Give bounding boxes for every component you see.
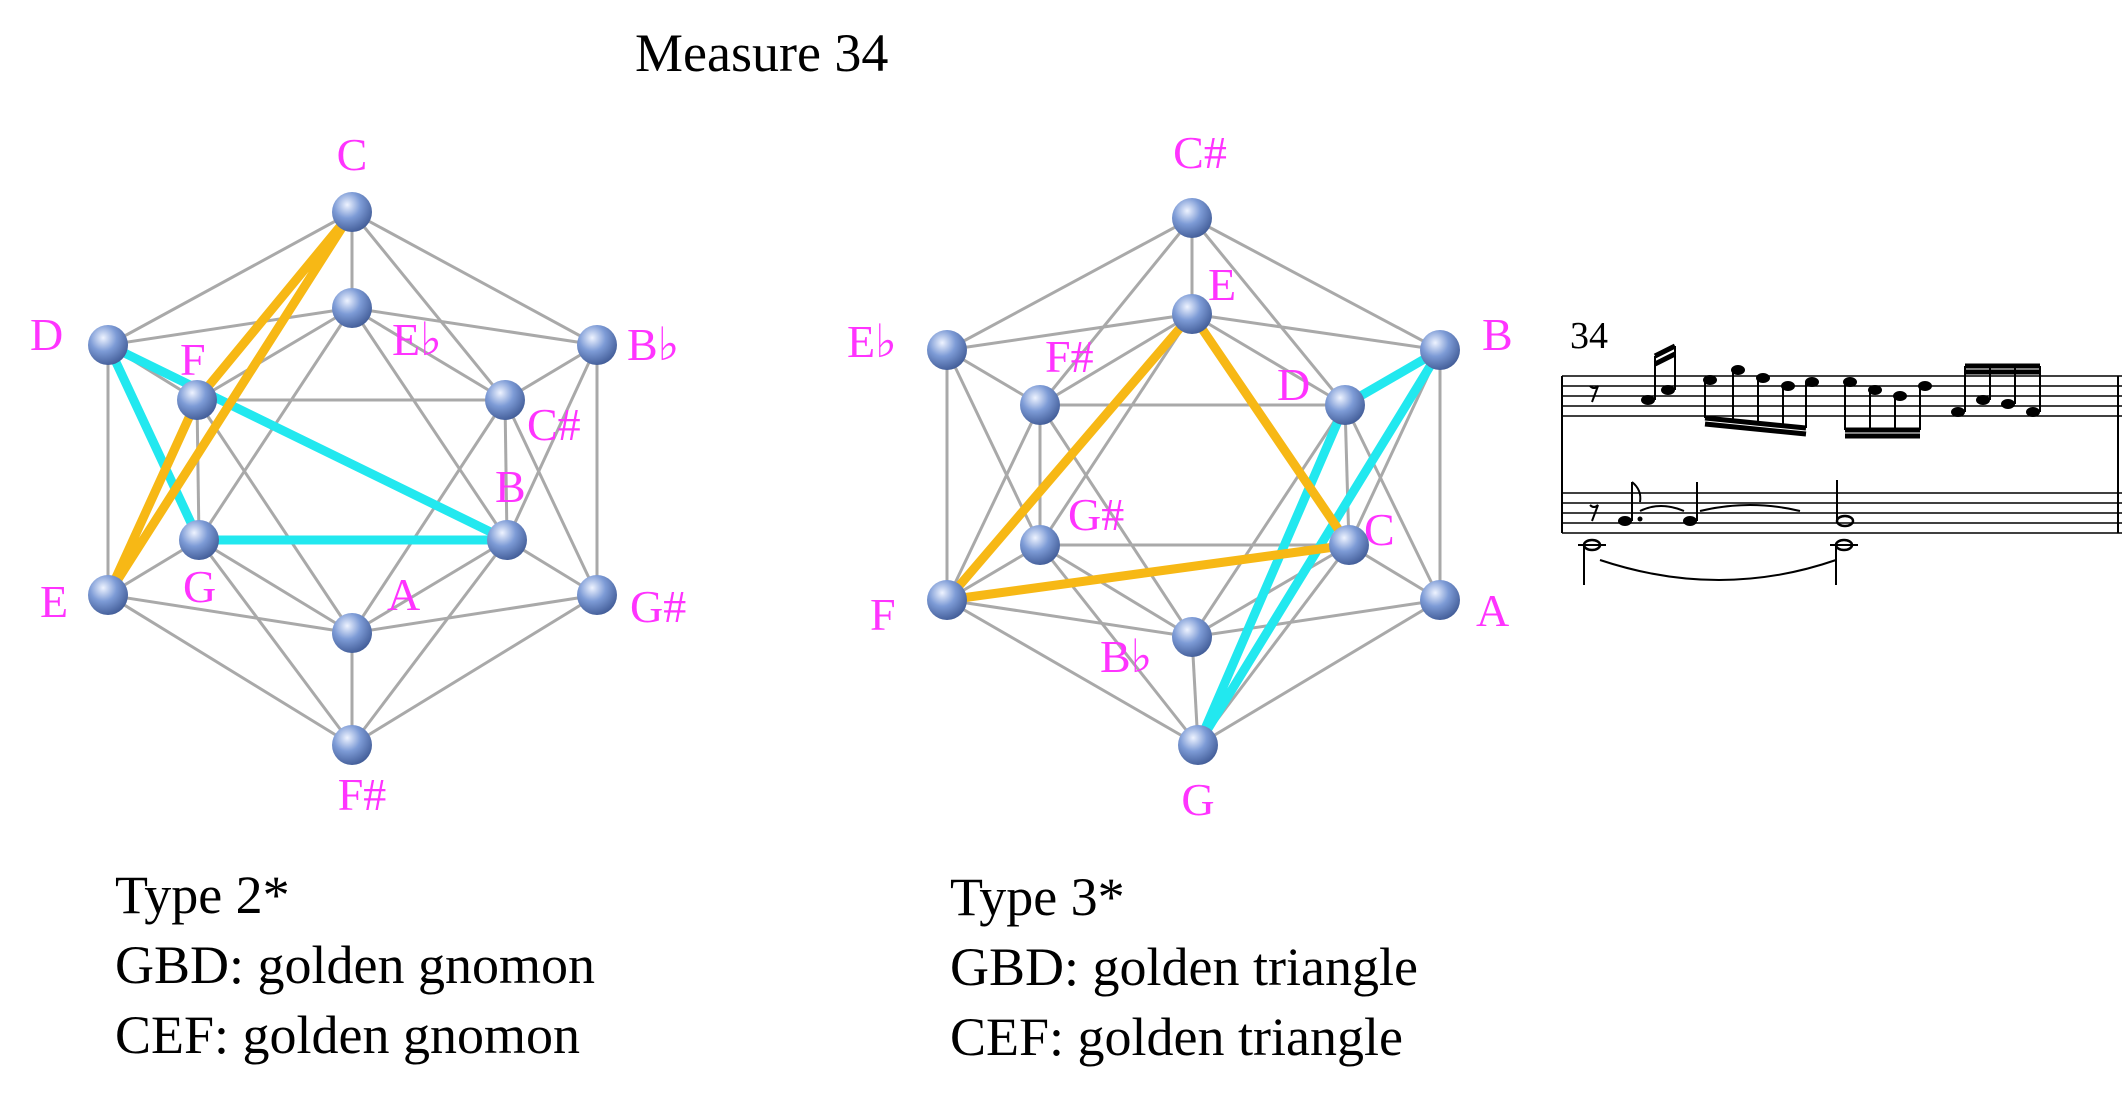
caption-line2: CEF: golden gnomon	[115, 1005, 581, 1065]
label-lower-right: A	[1476, 585, 1509, 636]
measure-title: Measure 34	[635, 23, 889, 83]
label-inner-top: E	[1208, 259, 1236, 310]
gold-triangle-cef	[103, 207, 357, 600]
label-lower-left: F	[870, 589, 896, 640]
caption-type3: Type 3* GBD: golden triangle CEF: golden…	[950, 862, 1418, 1072]
note-labels: C D B♭ E G# F# E♭ C# B A G F	[30, 129, 686, 820]
label-top: C	[337, 129, 368, 180]
label-inner-bottom: A	[387, 569, 420, 620]
label-inner-upper-left: F#	[1045, 331, 1094, 382]
vertex-nodes	[88, 192, 617, 765]
lower-staff	[1562, 492, 2122, 534]
label-inner-lower-left: G	[183, 561, 216, 612]
label-inner-lower-right: C	[1364, 504, 1395, 555]
cyan-triangle-gbd	[103, 340, 512, 545]
label-bottom: G	[1181, 774, 1214, 825]
label-upper-right: B	[1482, 309, 1513, 360]
gold-triangle-cef	[942, 309, 1354, 605]
vertex-nodes	[927, 198, 1460, 765]
label-inner-lower-right: B	[495, 461, 526, 512]
label-lower-left: E	[40, 576, 68, 627]
upper-notes	[1589, 343, 2041, 439]
label-upper-right: B♭	[627, 319, 679, 370]
caption-line1: GBD: golden triangle	[950, 937, 1418, 997]
label-inner-lower-left: G#	[1068, 489, 1124, 540]
icosahedron-type3: C# E♭ B F A G E D C B♭ G# F#	[847, 127, 1513, 825]
caption-type: Type 2*	[115, 865, 290, 925]
label-bottom: F#	[338, 769, 387, 820]
caption-line2: CEF: golden triangle	[950, 1007, 1403, 1067]
label-upper-left: E♭	[847, 316, 897, 367]
score-excerpt: 34	[1561, 315, 2122, 585]
label-inner-upper-right: C#	[527, 399, 581, 450]
label-inner-top: E♭	[392, 314, 442, 365]
label-inner-upper-left: F	[180, 334, 206, 385]
label-inner-upper-right: D	[1277, 359, 1310, 410]
lower-notes	[1578, 480, 1858, 585]
label-upper-left: D	[30, 309, 63, 360]
label-lower-right: G#	[630, 581, 686, 632]
label-top: C#	[1173, 127, 1227, 178]
caption-line1: GBD: golden gnomon	[115, 935, 595, 995]
note-labels: C# E♭ B F A G E D C B♭ G# F#	[847, 127, 1513, 825]
icosahedron-type2: C D B♭ E G# F# E♭ C# B A G F	[30, 129, 686, 820]
caption-type: Type 3*	[950, 867, 1125, 927]
measure-number: 34	[1570, 315, 1608, 357]
label-inner-bottom: B♭	[1100, 631, 1152, 682]
caption-type2: Type 2* GBD: golden gnomon CEF: golden g…	[115, 860, 595, 1070]
